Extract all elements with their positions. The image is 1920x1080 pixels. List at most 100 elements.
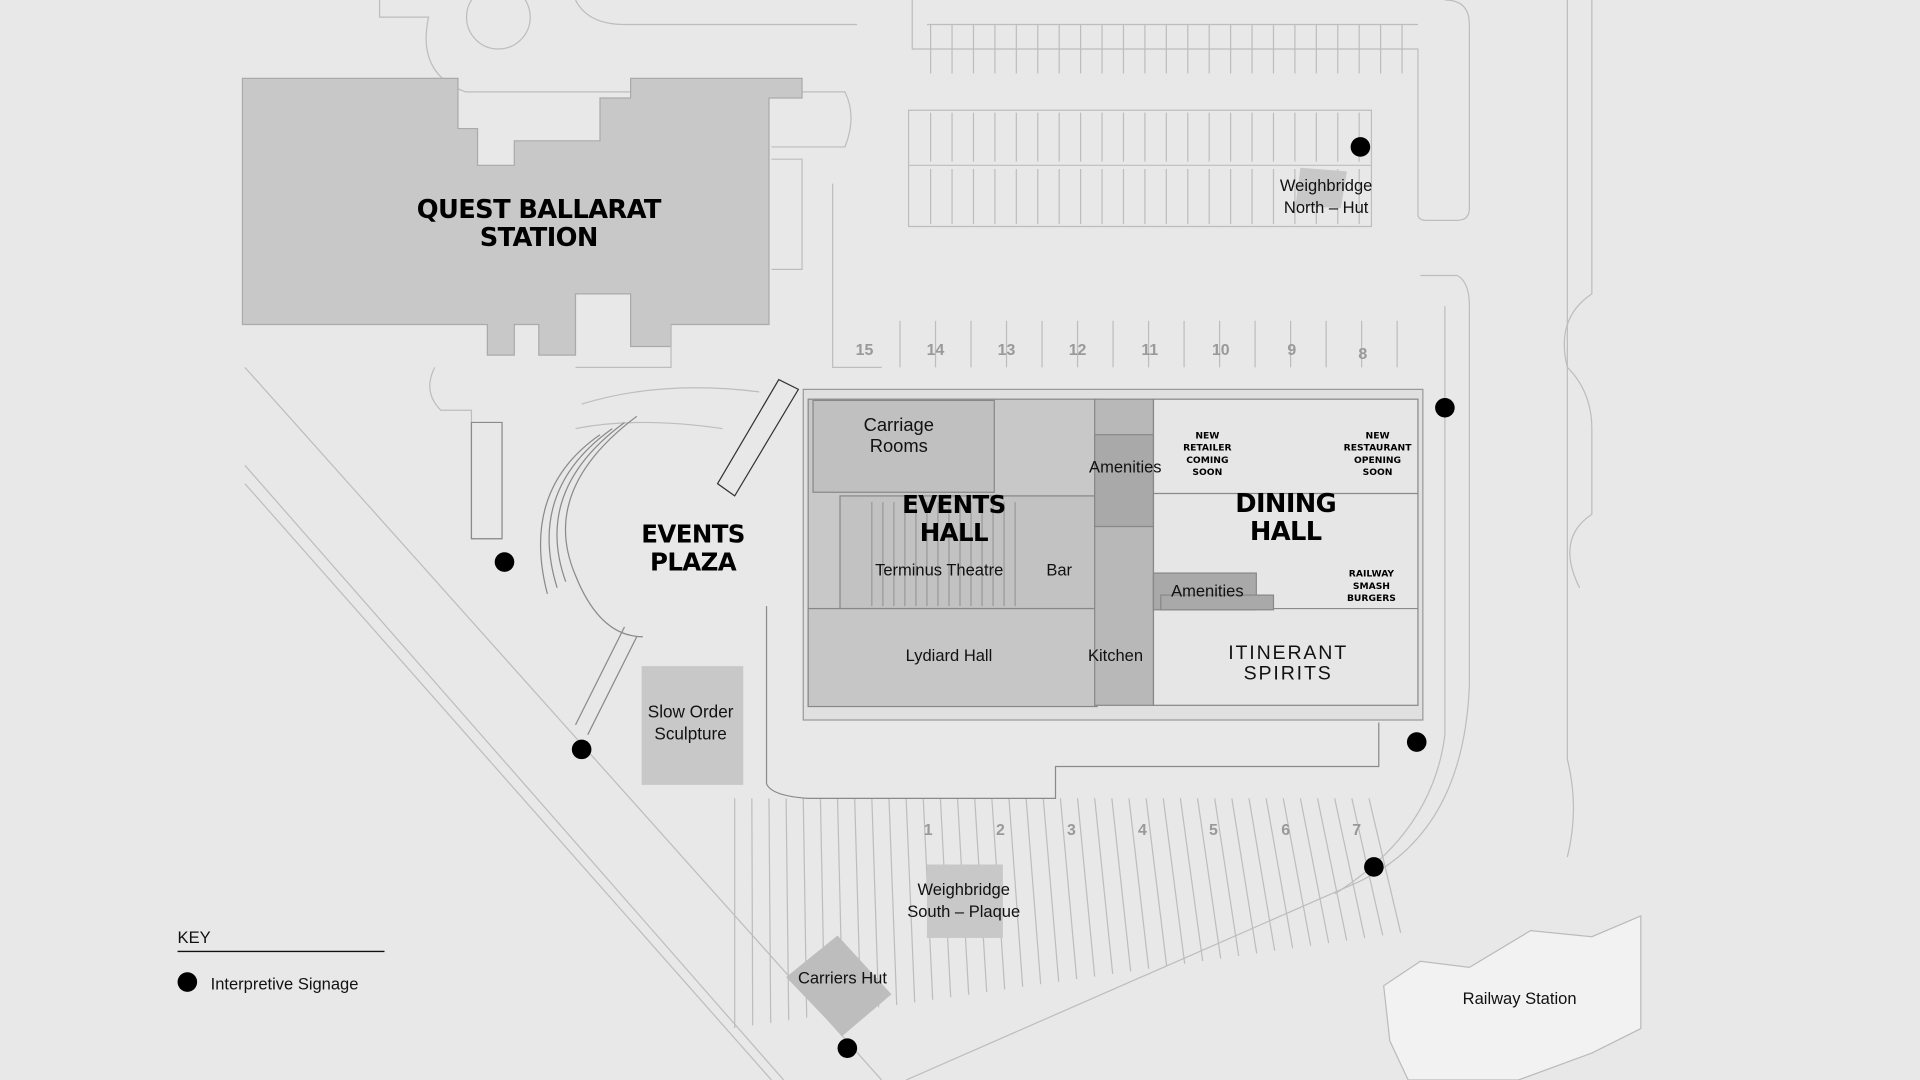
slow-order-label: Slow Order: [648, 702, 734, 722]
retailer-line: COMING: [1186, 455, 1228, 466]
events-hall-label-2: HALL: [920, 518, 988, 547]
interpretive-signage-markers: [494, 137, 1455, 1058]
stripe: [751, 798, 754, 1026]
slow-order-sculpture: [641, 666, 744, 785]
stripe: [905, 798, 916, 1003]
stripe: [1196, 798, 1222, 959]
bay-number: 2: [996, 822, 1005, 839]
bay-number: 3: [1067, 822, 1076, 839]
restaurant-line: OPENING: [1354, 455, 1401, 466]
bay-number: 1: [924, 822, 933, 839]
stripe: [888, 798, 898, 1005]
signage-dot-icon[interactable]: [837, 1038, 858, 1058]
weighbridge-south-label-2: South – Plaque: [907, 902, 1020, 921]
carriers-hut: [786, 935, 892, 1036]
kitchen-label: Kitchen: [1088, 646, 1143, 665]
itinerant-spirits-label-2: SPIRITS: [1244, 663, 1333, 685]
bay-number: 14: [927, 342, 945, 359]
stripe: [1265, 798, 1294, 949]
weighbridge-north-label-2: North – Hut: [1284, 198, 1369, 217]
stripe: [1059, 798, 1078, 980]
slow-order-label-2: Sculpture: [654, 724, 726, 744]
events-plaza-label-2: PLAZA: [650, 548, 737, 577]
bay-number: 10: [1212, 342, 1230, 359]
events-plaza-amphitheatre: [470, 415, 643, 735]
signage-dot-icon[interactable]: [1350, 137, 1371, 157]
quest-ballarat-station-label: QUEST BALLARAT: [417, 195, 662, 225]
signage-dot-icon[interactable]: [1406, 732, 1427, 752]
events-hall-label: EVENTS: [902, 490, 1006, 519]
bay-number: 11: [1141, 342, 1158, 359]
restaurant-line: RESTAURANT: [1344, 443, 1413, 454]
dining-hall-label: DINING: [1235, 489, 1336, 519]
restaurant-line: NEW: [1366, 430, 1390, 441]
bay-number: 8: [1358, 346, 1367, 363]
events-plaza-wedge: [716, 378, 800, 497]
retailer-line: RETAILER: [1183, 443, 1232, 454]
stripe: [871, 798, 880, 1008]
key-item-label: Interpretive Signage: [211, 974, 359, 993]
bar-label: Bar: [1046, 561, 1072, 580]
itinerant-spirits-label: ITINERANT: [1228, 642, 1348, 664]
signage-dot-icon[interactable]: [1364, 857, 1384, 877]
stripe: [1145, 798, 1168, 967]
signage-dot-icon: [177, 972, 198, 992]
stripe: [1248, 798, 1276, 951]
weighbridge-south-plaque: [926, 864, 1003, 938]
burgers-line: SMASH: [1353, 581, 1390, 592]
bay-number: 9: [1287, 342, 1296, 359]
weighbridge-south-label: Weighbridge: [917, 880, 1009, 899]
signage-dot-icon[interactable]: [571, 739, 592, 760]
signage-dot-icon[interactable]: [1435, 397, 1455, 418]
stripe: [785, 798, 790, 1021]
stripe: [1368, 798, 1402, 933]
theatre-steps: [871, 502, 1016, 607]
main-building: [802, 388, 1424, 721]
stripe: [1299, 798, 1330, 944]
railway-station: [1383, 914, 1642, 1080]
stripe: [1008, 798, 1024, 987]
stripe: [1094, 798, 1114, 975]
south-deck: [765, 606, 1380, 799]
stripe: [1214, 798, 1240, 957]
burgers-line: RAILWAY: [1349, 569, 1395, 580]
stripe: [1111, 798, 1132, 972]
stripe: [1282, 798, 1312, 946]
retailer-line: NEW: [1195, 430, 1219, 441]
quest-building: [241, 77, 803, 356]
retailer-line: SOON: [1192, 467, 1222, 478]
burgers-line: BURGERS: [1347, 593, 1396, 604]
stripe: [1316, 798, 1348, 941]
map-key: KEY Interpretive Signage: [177, 928, 385, 993]
amenities-top-label: Amenities: [1089, 458, 1162, 477]
quest-ballarat-station-label-2: STATION: [480, 223, 598, 253]
signage-dot-icon[interactable]: [494, 552, 515, 572]
events-plaza-label: EVENTS: [641, 519, 745, 548]
new-retailer-label: NEW RETAILER COMING SOON: [1183, 430, 1232, 478]
key-title: KEY: [178, 928, 211, 947]
weighbridge-north-hut: [1295, 167, 1347, 209]
restaurant-line: SOON: [1363, 467, 1393, 478]
parking-stripes: [734, 24, 1403, 1028]
bay-number: 12: [1069, 342, 1087, 359]
terminus-theatre-label: Terminus Theatre: [875, 561, 1003, 580]
stripe: [768, 798, 772, 1023]
stripe: [1179, 798, 1204, 962]
bay-number: 15: [856, 342, 874, 359]
stripe: [1025, 798, 1042, 985]
stripe: [1162, 798, 1186, 964]
new-restaurant-label: NEW RESTAURANT OPENING SOON: [1344, 430, 1413, 478]
railway-smash-burgers-label: RAILWAY SMASH BURGERS: [1347, 569, 1396, 604]
dining-hall-label-2: HALL: [1250, 517, 1322, 547]
bay-numbers-bottom: 1 2 3 4 5 6 7: [924, 822, 1362, 839]
railway-station-label: Railway Station: [1463, 989, 1577, 1008]
amenities-bottom-label: Amenities: [1171, 581, 1244, 600]
bay-number: 6: [1281, 822, 1290, 839]
lydiard-hall-label: Lydiard Hall: [906, 646, 993, 665]
bay-number: 7: [1352, 822, 1361, 839]
weighbridge-north-label: Weighbridge: [1280, 176, 1372, 195]
carriage-rooms-label: Carriage: [864, 414, 934, 435]
stripe: [1128, 798, 1150, 969]
stripe: [1076, 798, 1096, 977]
